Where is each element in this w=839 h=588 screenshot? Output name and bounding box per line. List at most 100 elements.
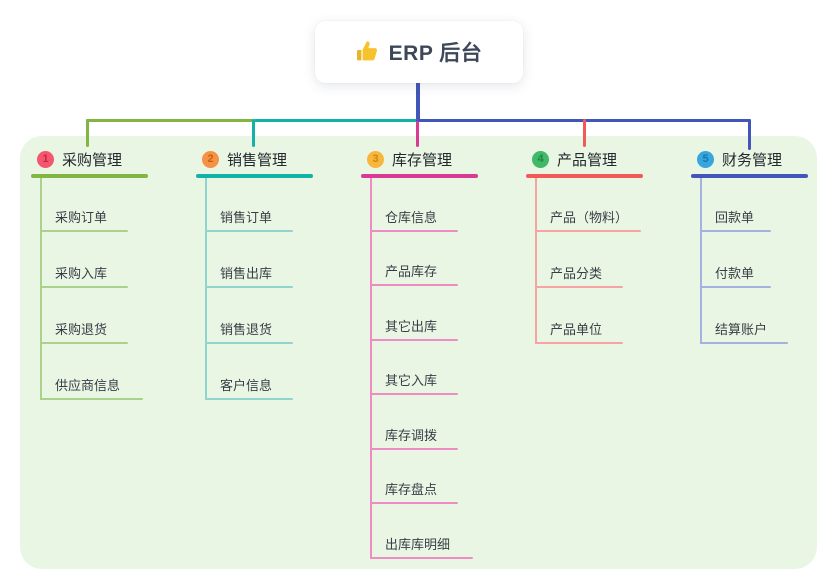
- badge-4-icon: 4: [532, 150, 549, 168]
- child-label: 其它出库: [385, 319, 438, 334]
- child-label: 库存调拨: [385, 428, 438, 443]
- node-product-material[interactable]: 产品（物料）: [535, 208, 641, 232]
- child-label: 销售出库: [220, 266, 273, 281]
- branch-label: 财务管理: [722, 151, 783, 169]
- root-node-title: ERP 后台: [388, 42, 483, 65]
- child-label: 仓库信息: [385, 210, 438, 225]
- child-label: 付款单: [715, 266, 755, 281]
- root-connector-line: [416, 83, 420, 121]
- branch-child-trunk: [370, 178, 372, 559]
- child-underline: [535, 286, 623, 288]
- child-underline: [700, 286, 771, 288]
- child-underline: [40, 286, 128, 288]
- child-label: 客户信息: [220, 378, 273, 393]
- child-label: 结算账户: [715, 322, 768, 337]
- branch-node-inventory-management[interactable]: 3 库存管理: [367, 147, 452, 171]
- child-underline: [535, 230, 641, 232]
- child-underline: [700, 342, 788, 344]
- branch-product-management: 4 产品管理 产品（物料） 产品分类 产品单位: [526, 0, 686, 588]
- child-label: 其它入库: [385, 373, 438, 388]
- drop-line-inventory: [416, 121, 419, 147]
- node-purchase-return[interactable]: 采购退货: [40, 320, 128, 344]
- bus-segment-sales: [254, 119, 418, 122]
- node-product-unit[interactable]: 产品单位: [535, 320, 623, 344]
- child-underline: [40, 230, 128, 232]
- branch-child-trunk: [700, 178, 702, 344]
- child-underline: [40, 398, 143, 400]
- child-label: 产品库存: [385, 264, 438, 279]
- node-receipt-doc[interactable]: 回款单: [700, 208, 771, 232]
- branch-sales-management: 2 销售管理 销售订单 销售出库 销售退货 客户信息: [196, 0, 356, 588]
- thumbs-up-icon: [356, 41, 377, 61]
- node-purchase-order[interactable]: 采购订单: [40, 208, 128, 232]
- child-label: 采购入库: [55, 266, 108, 281]
- child-label: 采购退货: [55, 322, 108, 337]
- node-stock-transfer[interactable]: 库存调拨: [370, 426, 458, 450]
- child-underline: [40, 342, 128, 344]
- child-underline: [205, 286, 293, 288]
- root-node-erp-backend[interactable]: ERP 后台: [315, 21, 523, 83]
- node-purchase-inbound[interactable]: 采购入库: [40, 264, 128, 288]
- branch-finance-management: 5 财务管理 回款单 付款单 结算账户: [691, 0, 839, 588]
- child-underline: [535, 342, 623, 344]
- child-label: 库存盘点: [385, 482, 438, 497]
- child-label: 出库库明细: [385, 537, 451, 552]
- branch-purchase-management: 1 采购管理 采购订单 采购入库 采购退货 供应商信息: [31, 0, 191, 588]
- branch-node-product-management[interactable]: 4 产品管理: [532, 147, 617, 171]
- drop-line-sales: [252, 119, 255, 147]
- node-warehouse-info[interactable]: 仓库信息: [370, 208, 458, 232]
- branch-node-purchase-management[interactable]: 1 采购管理: [37, 147, 122, 171]
- branch-child-trunk: [535, 178, 537, 344]
- drop-line-finance: [748, 119, 751, 150]
- branch-label: 产品管理: [557, 151, 618, 169]
- branches-background-panel: [20, 136, 817, 569]
- badge-1-icon: 1: [37, 150, 54, 168]
- node-sales-order[interactable]: 销售订单: [205, 208, 293, 232]
- node-settlement-account[interactable]: 结算账户: [700, 320, 788, 344]
- child-label: 产品单位: [550, 322, 603, 337]
- branch-underline: [361, 174, 478, 178]
- child-underline: [205, 230, 293, 232]
- child-label: 产品（物料）: [550, 210, 629, 225]
- child-underline: [370, 557, 473, 559]
- branch-inventory-management: 3 库存管理 仓库信息 产品库存 其它出库 其它入库 库存调拨 库存盘点: [361, 0, 521, 588]
- child-underline: [205, 342, 293, 344]
- branch-node-sales-management[interactable]: 2 销售管理: [202, 147, 287, 171]
- child-underline: [370, 448, 458, 450]
- branch-child-trunk: [205, 178, 207, 400]
- child-underline: [370, 230, 458, 232]
- branch-label: 库存管理: [392, 151, 453, 169]
- node-outbound-detail[interactable]: 出库库明细: [370, 535, 473, 559]
- node-other-inbound[interactable]: 其它入库: [370, 371, 458, 395]
- child-label: 供应商信息: [55, 378, 121, 393]
- branch-label: 采购管理: [62, 151, 123, 169]
- node-other-outbound[interactable]: 其它出库: [370, 317, 458, 341]
- bus-segment-purchase: [86, 119, 254, 122]
- branch-underline: [196, 174, 313, 178]
- node-supplier-info[interactable]: 供应商信息: [40, 376, 143, 400]
- node-product-stock[interactable]: 产品库存: [370, 262, 458, 286]
- branch-underline: [526, 174, 643, 178]
- branch-underline: [31, 174, 148, 178]
- badge-3-icon: 3: [367, 150, 384, 168]
- child-label: 销售退货: [220, 322, 273, 337]
- child-underline: [370, 284, 458, 286]
- node-sales-outbound[interactable]: 销售出库: [205, 264, 293, 288]
- child-underline: [370, 393, 458, 395]
- node-stock-taking[interactable]: 库存盘点: [370, 480, 458, 504]
- child-label: 回款单: [715, 210, 755, 225]
- child-underline: [370, 339, 458, 341]
- node-sales-return[interactable]: 销售退货: [205, 320, 293, 344]
- node-customer-info[interactable]: 客户信息: [205, 376, 293, 400]
- child-label: 产品分类: [550, 266, 603, 281]
- branch-child-trunk: [40, 178, 42, 400]
- node-product-category[interactable]: 产品分类: [535, 264, 623, 288]
- child-label: 采购订单: [55, 210, 108, 225]
- badge-2-icon: 2: [202, 150, 219, 168]
- branch-node-finance-management[interactable]: 5 财务管理: [697, 147, 782, 171]
- node-payment-doc[interactable]: 付款单: [700, 264, 771, 288]
- drop-line-product: [583, 119, 586, 147]
- child-label: 销售订单: [220, 210, 273, 225]
- child-underline: [370, 502, 458, 504]
